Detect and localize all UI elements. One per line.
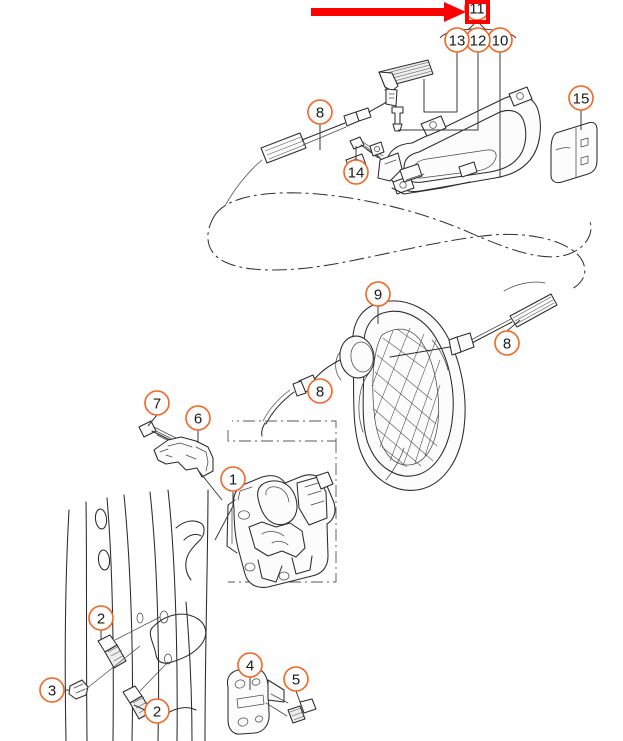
- callout-9-cable-grommet-seal[interactable]: 9: [365, 281, 391, 307]
- cable-routing-path: [207, 192, 592, 290]
- lock-cable-bracket-part: [153, 436, 214, 478]
- callout-ring: [568, 85, 594, 111]
- callout-ring: [283, 666, 309, 692]
- plastic-clip-part: [68, 645, 141, 700]
- callout-7-bracket-screw[interactable]: 7: [144, 390, 170, 416]
- lock-assembly-detail-box: [227, 420, 337, 583]
- callout-number: 8: [503, 336, 511, 353]
- callout-8-bowden-cable-lower-left[interactable]: 8: [307, 378, 333, 404]
- striker-screw-part: [265, 698, 317, 724]
- callout-ring: [144, 390, 170, 416]
- handle-end-cover-cap-part: [550, 121, 598, 184]
- callout-number: 2: [97, 611, 105, 628]
- callout-ring: [494, 330, 520, 356]
- callout-ring: [220, 466, 246, 492]
- callout-number: 7: [153, 396, 161, 413]
- callout-1-door-lock-latch-assembly[interactable]: 1: [220, 466, 246, 492]
- callout-ring: [144, 698, 170, 724]
- callout-number: 4: [246, 658, 254, 675]
- door-lock-latch-assembly-part: [226, 471, 336, 588]
- callout-8-bowden-cable-lower-right[interactable]: 8: [494, 330, 520, 356]
- callout-number: 11: [469, 1, 485, 18]
- callout-ring: [444, 27, 470, 53]
- callout-number: 5: [292, 672, 300, 689]
- callout-4-striker-plate[interactable]: 4: [237, 652, 263, 678]
- callout-number: 3: [48, 683, 56, 700]
- red-pointer-arrow: [311, 2, 466, 22]
- callout-number: 14: [348, 165, 365, 182]
- callout-ring: [343, 159, 369, 185]
- cable-grommet-seal-part: [335, 300, 466, 491]
- callout-number: 12: [470, 33, 487, 50]
- callout-ring: [365, 281, 391, 307]
- callout-number: 10: [492, 33, 509, 50]
- callout-5-striker-screw[interactable]: 5: [283, 666, 309, 692]
- handle-grip-pad-part: [378, 59, 434, 107]
- callout-6-lock-cable-bracket[interactable]: 6: [185, 405, 211, 431]
- callout-12-handle-retaining-clip[interactable]: 12: [465, 27, 491, 53]
- callout-8-bowden-cable-upper[interactable]: 8: [307, 99, 333, 125]
- callout-14-handle-mounting-screw[interactable]: 14: [343, 159, 369, 185]
- bowden-cable-right-part: [389, 281, 558, 358]
- callout-number: 8: [316, 384, 324, 401]
- handle-retaining-clip-part: [391, 106, 404, 132]
- callout-number: 13: [449, 33, 466, 50]
- red-highlight-box: [465, 0, 490, 24]
- striker-plate-part: [227, 667, 289, 735]
- callout-3-plastic-clip[interactable]: 3: [39, 677, 65, 703]
- callout-number: 15: [573, 91, 590, 108]
- callout-number: 8: [316, 105, 324, 122]
- callout-number: 2: [153, 704, 161, 721]
- callout-number: 9: [374, 287, 382, 304]
- callout-2-lock-mounting-bolt-lower[interactable]: 2: [144, 698, 170, 724]
- callout-ring: [39, 677, 65, 703]
- callout-ring: [88, 605, 114, 631]
- lock-mounting-bolt-upper-part: [97, 616, 161, 669]
- callout-15-handle-end-cover-cap[interactable]: 15: [568, 85, 594, 111]
- interior-door-handle-part: [345, 86, 541, 195]
- callout-number: 6: [194, 411, 202, 428]
- callout-ring: [185, 405, 211, 431]
- callout-13-handle-grip-pad[interactable]: 13: [444, 27, 470, 53]
- callout-ring: [307, 378, 333, 404]
- callout-ring: [307, 99, 333, 125]
- callout-number: 1: [229, 472, 237, 489]
- callout-10-interior-door-handle[interactable]: 10: [487, 27, 513, 53]
- callout-ring: [237, 652, 263, 678]
- callout-2-lock-mounting-bolt-upper[interactable]: 2: [88, 605, 114, 631]
